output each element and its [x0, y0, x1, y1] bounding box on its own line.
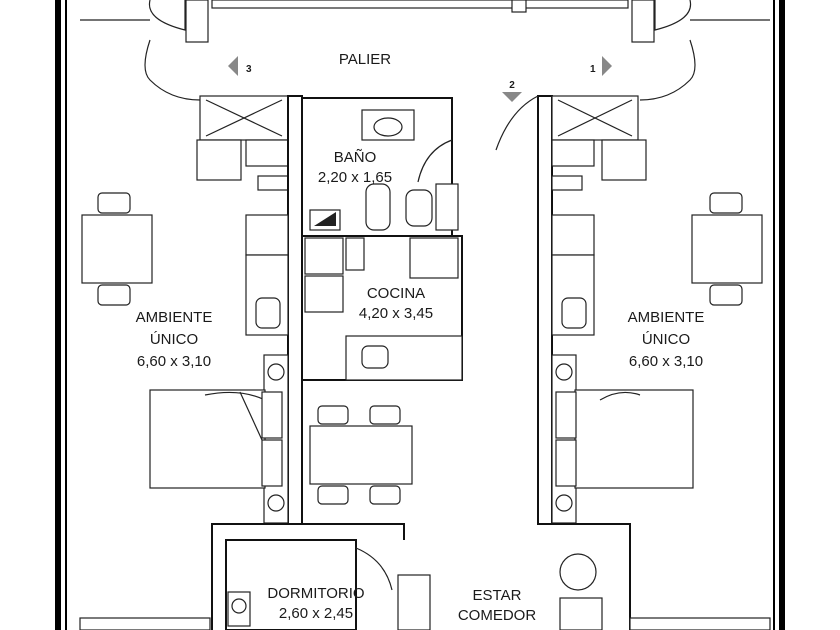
unit-marker-1-label: 1 [590, 64, 596, 75]
ambiente-left-dims: 6,60 x 3,10 [137, 353, 211, 370]
ambiente-right-label-2: ÚNICO [642, 331, 690, 348]
center-dining-set [309, 405, 413, 505]
dormitorio-label: DORMITORIO [267, 585, 364, 602]
building-outer-wall [55, 0, 785, 630]
right-unit-walls [495, 95, 647, 525]
right-bed [555, 389, 694, 489]
unit-marker-3-label: 3 [246, 64, 252, 75]
left-dining-set [81, 192, 153, 306]
unit-marker-2: 2 [502, 80, 522, 102]
left-bed [149, 389, 283, 489]
unit-marker-3: 3 [228, 56, 252, 76]
bottom-section [79, 523, 771, 630]
unit-marker-2-label: 2 [509, 80, 515, 91]
cocina-label: COCINA [367, 285, 425, 302]
cocina-dims: 4,20 x 3,45 [359, 305, 433, 322]
left-unit-walls [196, 95, 303, 525]
unit-marker-1: 1 [590, 56, 612, 76]
ambiente-right-label-1: AMBIENTE [628, 309, 705, 326]
estar-label-1: ESTAR [473, 587, 522, 604]
palier-area [80, 0, 770, 101]
ambiente-left-label-2: ÚNICO [150, 331, 198, 348]
bano-label: BAÑO [334, 149, 377, 166]
kitchen [301, 235, 463, 381]
estar-label-2: COMEDOR [458, 607, 537, 624]
dormitorio-dims: 2,60 x 2,45 [279, 605, 353, 622]
bano-dims: 2,20 x 1,65 [318, 169, 392, 186]
right-dining-set [691, 192, 763, 306]
bathroom [301, 97, 459, 237]
ambiente-right-dims: 6,60 x 3,10 [629, 353, 703, 370]
palier-label: PALIER [339, 51, 391, 68]
ambiente-left-label-1: AMBIENTE [136, 309, 213, 326]
